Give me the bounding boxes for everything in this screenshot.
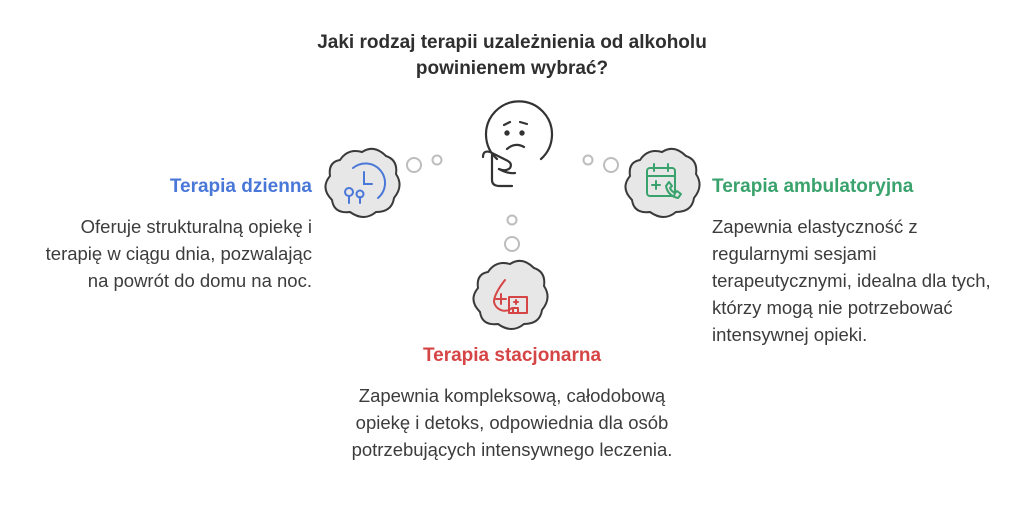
heading-inpatient-therapy: Terapia stacjonarna <box>422 345 602 366</box>
description-day-therapy: Oferuje strukturalną opiekę i terapię w … <box>45 216 312 291</box>
thinking-face-icon <box>481 100 554 188</box>
calendar-phone-icon <box>646 163 682 199</box>
thought-dot-right-small <box>582 154 594 166</box>
thought-dot-left-small <box>431 154 443 166</box>
description-outpatient-therapy: Zapewnia elastyczność z regularnymi sesj… <box>712 216 991 345</box>
description-inpatient-therapy: Zapewnia kompleksową, całodobową opiekę … <box>351 385 673 460</box>
cloud-day <box>324 147 401 218</box>
question-title: Jaki rodzaj terapii uzależnienia od alko… <box>317 32 707 79</box>
hospital-blood-drop-icon <box>493 279 528 314</box>
thought-dot-bottom-large <box>504 236 520 252</box>
thought-dot-bottom-small <box>506 214 518 226</box>
cloud-inpatient <box>472 259 549 330</box>
thought-dot-left-large <box>406 157 422 173</box>
cloud-outpatient <box>624 147 701 218</box>
thought-dot-right-large <box>603 157 619 173</box>
clock-pills-icon <box>344 162 387 204</box>
heading-outpatient-therapy: Terapia ambulatoryjna <box>712 176 914 197</box>
heading-day-therapy: Terapia dzienna <box>169 176 312 197</box>
